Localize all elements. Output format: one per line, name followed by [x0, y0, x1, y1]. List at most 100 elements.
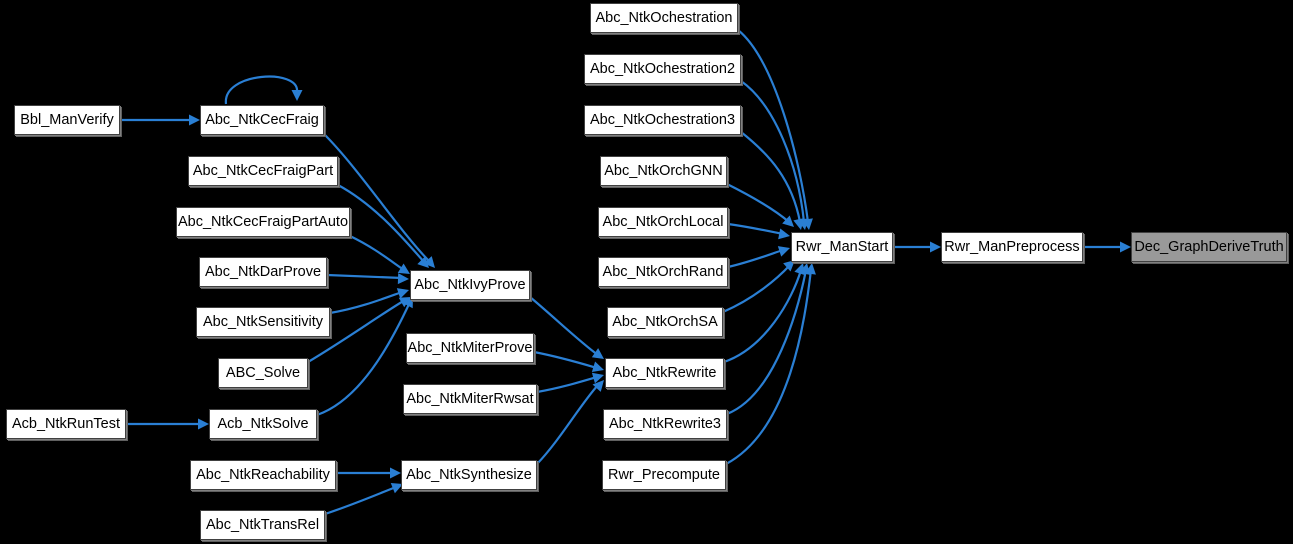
- node-label-abc_ntkrewrite: Abc_NtkRewrite: [612, 364, 717, 381]
- node-abc_ntkochestration[interactable]: Abc_NtkOchestration: [590, 3, 738, 33]
- edge-abc_ntkdarprove-to-abc_ntkivyprove: [326, 273, 403, 280]
- node-label-abc_ntkochestration3: Abc_NtkOchestration3: [589, 111, 736, 128]
- arrowhead-abc_ntkdarprove-to-abc_ntkivyprove: [397, 273, 409, 285]
- node-acb_ntksolve[interactable]: Acb_NtkSolve: [209, 409, 317, 439]
- node-rwr_manpreprocess[interactable]: Rwr_ManPreprocess: [941, 232, 1083, 262]
- node-label-bbl_manverify: Bbl_ManVerify: [20, 111, 114, 128]
- edge-acb_ntksolve-to-abc_ntkivyprove: [316, 301, 411, 417]
- node-abc_ntkochestration2[interactable]: Abc_NtkOchestration2: [584, 54, 741, 84]
- node-label-abc_ntkorchgnn: Abc_NtkOrchGNN: [604, 162, 723, 179]
- arrowhead-abc_ntkochestration3-to-rwr_manstart: [793, 218, 805, 230]
- node-label-dec_graphderivetruth: Dec_GraphDeriveTruth: [1134, 238, 1284, 255]
- node-label-abc_ntkochestration2: Abc_NtkOchestration2: [589, 60, 736, 77]
- edge-abc_ntkmiterrwsat-to-abc_ntkrewrite: [536, 375, 598, 394]
- arrowhead-abc_ntkorchrand-to-rwr_manstart: [777, 246, 790, 257]
- arrowhead-abc_ntkcecfraigpartauto-to-abc_ntkivyprove: [397, 263, 410, 274]
- node-abc_ntkmiterrwsat[interactable]: Abc_NtkMiterRwsat: [403, 384, 537, 414]
- edge-abc_ntkmiterprove-to-abc_ntkrewrite: [533, 350, 598, 370]
- node-abc_ntkdarprove[interactable]: Abc_NtkDarProve: [199, 257, 327, 287]
- edge-abc_ntkorchrand-to-rwr_manstart: [727, 248, 784, 269]
- arrowhead-rwr_manstart-to-rwr_manpreprocess: [930, 241, 941, 253]
- edge-abc_ntksynthesize-to-abc_ntkrewrite: [536, 384, 599, 465]
- node-label-abc_ntkochestration: Abc_NtkOchestration: [595, 9, 733, 26]
- node-label-abc_ntkcecfraigpart: Abc_NtkCecFraigPart: [192, 162, 334, 179]
- arrowhead-abc_ntkmiterprove-to-abc_ntkrewrite: [591, 361, 604, 373]
- node-abc_ntkcecfraigpart[interactable]: Abc_NtkCecFraigPart: [188, 156, 338, 186]
- edge-rwr_precompute-to-rwr_manstart: [725, 269, 813, 465]
- node-abc_ntkcecfraig[interactable]: Abc_NtkCecFraig: [200, 105, 324, 135]
- arrowhead-group: [189, 90, 1131, 494]
- edge-abc_ntkcecfraigpartauto-to-abc_ntkivyprove: [349, 235, 405, 271]
- node-abc_ntksynthesize[interactable]: Abc_NtkSynthesize: [401, 460, 537, 490]
- node-abc_ntkorchgnn[interactable]: Abc_NtkOrchGNN: [600, 156, 727, 186]
- arrowhead-abc_ntkorchgnn-to-rwr_manstart: [782, 215, 794, 227]
- node-abc_ntkivyprove[interactable]: Abc_NtkIvyProve: [410, 270, 530, 300]
- edge-abc_ntkcecfraig-to-abc_ntkivyprove: [323, 133, 431, 263]
- node-label-abc_ntkcecfraigpartauto: Abc_NtkCecFraigPartAuto: [177, 213, 349, 230]
- node-label-rwr_manstart: Rwr_ManStart: [795, 238, 889, 255]
- node-abc_ntkcecfraigpartauto[interactable]: Abc_NtkCecFraigPartAuto: [176, 207, 350, 237]
- arrowhead-bbl_manverify-to-abc_ntkcecfraig: [189, 114, 200, 126]
- node-abc_solve[interactable]: ABC_Solve: [218, 358, 308, 388]
- node-label-abc_ntktransrel: Abc_NtkTransRel: [205, 516, 320, 533]
- node-label-rwr_manpreprocess: Rwr_ManPreprocess: [944, 238, 1080, 255]
- edge-abc_ntkorchgnn-to-rwr_manstart: [726, 183, 790, 223]
- edge-abc_ntkrewrite-to-rwr_manstart: [723, 269, 803, 364]
- arrowhead-abc_ntkcecfraig-to-abc_ntkivyprove: [423, 256, 435, 268]
- node-label-abc_ntkreachability: Abc_NtkReachability: [196, 466, 330, 483]
- node-label-abc_ntkivyprove: Abc_NtkIvyProve: [414, 276, 526, 293]
- node-label-abc_ntkrewrite3: Abc_NtkRewrite3: [608, 415, 721, 432]
- edge-abc_ntkorchlocal-to-rwr_manstart: [727, 222, 784, 236]
- arrowhead-abc_ntkivyprove-to-abc_ntkrewrite: [591, 348, 604, 359]
- edge-abc_ntksensitivity-to-abc_ntkivyprove: [329, 290, 403, 315]
- arrowhead-abc_ntktransrel-to-abc_ntksynthesize: [390, 483, 403, 494]
- arrowhead-abc_ntkorchsa-to-rwr_manstart: [783, 260, 795, 272]
- node-bbl_manverify[interactable]: Bbl_ManVerify: [14, 105, 120, 135]
- edge-abc_ntkivyprove-to-abc_ntkrewrite: [529, 296, 599, 356]
- node-label-abc_ntkorchsa: Abc_NtkOrchSA: [612, 313, 718, 330]
- node-label-abc_ntkdarprove: Abc_NtkDarProve: [204, 263, 322, 280]
- node-acb_ntkruntest[interactable]: Acb_NtkRunTest: [6, 409, 126, 439]
- edge-abc_ntkrewrite3-to-rwr_manstart: [726, 269, 808, 416]
- arrowhead-abc_ntkreachability-to-abc_ntksynthesize: [390, 467, 401, 479]
- node-abc_ntktransrel[interactable]: Abc_NtkTransRel: [200, 510, 325, 540]
- edge-abc_ntkochestration-to-rwr_manstart: [737, 29, 810, 223]
- node-abc_ntkmiterprove[interactable]: Abc_NtkMiterProve: [406, 333, 534, 363]
- arrowhead-abc_ntkcecfraig-to-abc_ntkcecfraig: [291, 90, 303, 101]
- node-label-abc_ntkmiterrwsat: Abc_NtkMiterRwsat: [406, 390, 534, 407]
- node-label-abc_ntkorchlocal: Abc_NtkOrchLocal: [602, 213, 724, 230]
- node-abc_ntkrewrite3[interactable]: Abc_NtkRewrite3: [603, 409, 727, 439]
- arrowhead-abc_ntksensitivity-to-abc_ntkivyprove: [396, 288, 409, 299]
- node-abc_ntkreachability[interactable]: Abc_NtkReachability: [190, 460, 336, 490]
- arrowhead-abc_ntkmiterrwsat-to-abc_ntkrewrite: [591, 372, 604, 384]
- node-label-abc_solve: ABC_Solve: [225, 364, 301, 381]
- node-abc_ntkochestration3[interactable]: Abc_NtkOchestration3: [584, 105, 741, 135]
- node-label-abc_ntksensitivity: Abc_NtkSensitivity: [202, 313, 324, 330]
- edge-abc_ntkorchsa-to-rwr_manstart: [722, 264, 791, 314]
- node-abc_ntkorchsa[interactable]: Abc_NtkOrchSA: [607, 307, 723, 337]
- node-label-abc_ntkorchrand: Abc_NtkOrchRand: [602, 263, 724, 280]
- node-rwr_manstart[interactable]: Rwr_ManStart: [791, 232, 893, 262]
- arrowhead-abc_ntkorchlocal-to-rwr_manstart: [778, 228, 790, 240]
- arrowhead-rwr_manpreprocess-to-dec_graphderivetruth: [1120, 241, 1131, 253]
- node-abc_ntkorchlocal[interactable]: Abc_NtkOrchLocal: [598, 207, 728, 237]
- node-rwr_precompute[interactable]: Rwr_Precompute: [602, 460, 726, 490]
- edge-abc_ntkcecfraig-to-abc_ntkcecfraig: [224, 75, 299, 105]
- node-abc_ntkrewrite[interactable]: Abc_NtkRewrite: [605, 358, 724, 388]
- node-dec_graphderivetruth[interactable]: Dec_GraphDeriveTruth: [1131, 232, 1287, 262]
- node-label-acb_ntkruntest: Acb_NtkRunTest: [12, 415, 120, 432]
- edge-abc_ntkochestration2-to-rwr_manstart: [740, 80, 806, 223]
- arrowhead-abc_ntksynthesize-to-abc_ntkrewrite: [592, 380, 604, 392]
- node-label-rwr_precompute: Rwr_Precompute: [607, 466, 720, 483]
- edge-group: [120, 29, 1124, 516]
- node-label-acb_ntksolve: Acb_NtkSolve: [217, 415, 309, 432]
- edge-abc_ntktransrel-to-abc_ntksynthesize: [324, 485, 397, 516]
- node-label-abc_ntksynthesize: Abc_NtkSynthesize: [406, 466, 532, 483]
- edge-abc_solve-to-abc_ntkivyprove: [307, 299, 406, 363]
- node-label-abc_ntkmiterprove: Abc_NtkMiterProve: [407, 339, 533, 356]
- node-label-abc_ntkcecfraig: Abc_NtkCecFraig: [205, 111, 319, 128]
- node-abc_ntksensitivity[interactable]: Abc_NtkSensitivity: [196, 307, 330, 337]
- node-abc_ntkorchrand[interactable]: Abc_NtkOrchRand: [598, 257, 728, 287]
